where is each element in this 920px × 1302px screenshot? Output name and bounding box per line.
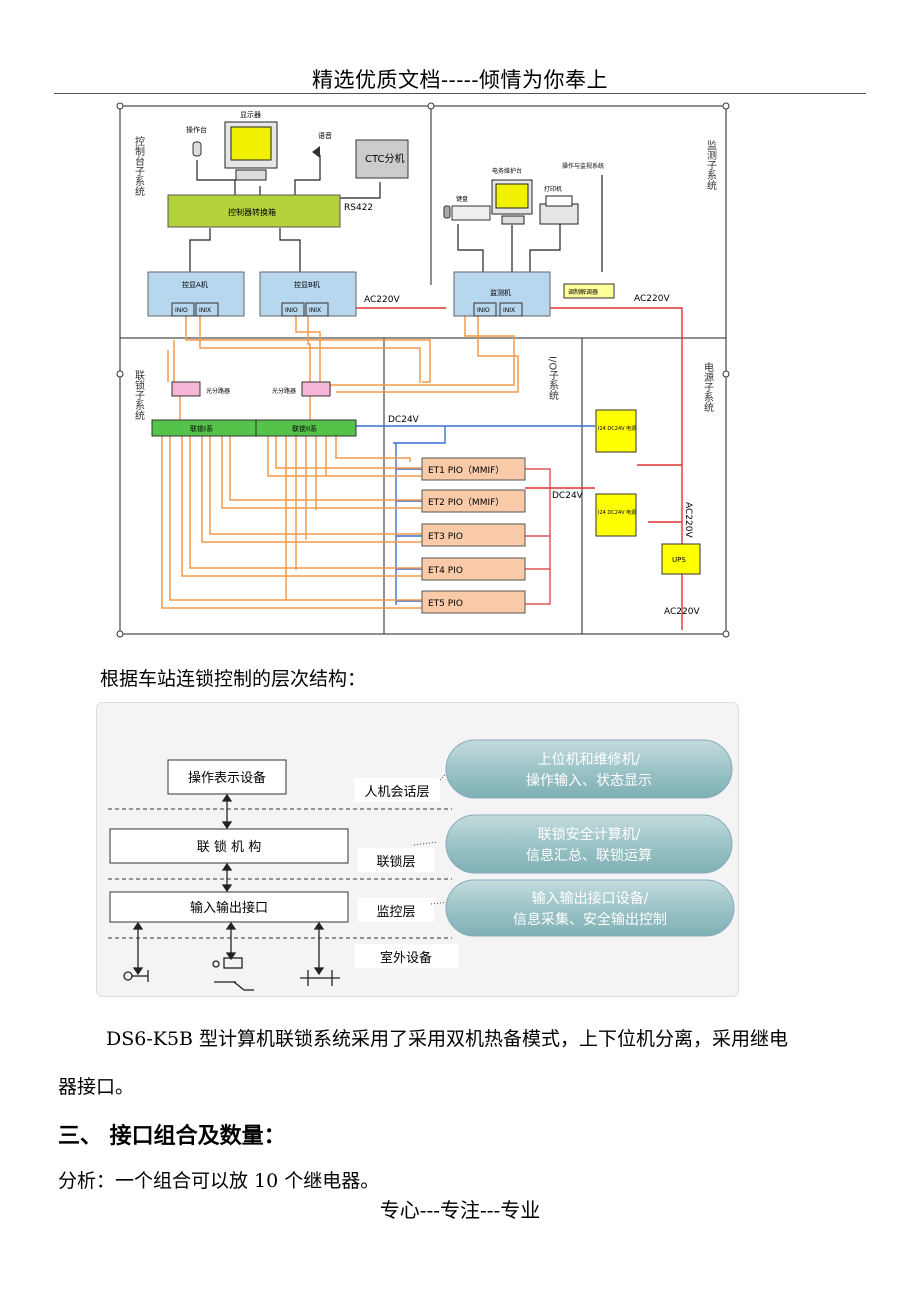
box-io-interface: [109, 891, 349, 923]
bubble-io-device: [445, 879, 735, 937]
page-footer: 专心---专注---专业: [379, 1198, 541, 1222]
layer-label-outdoor: 室外设备: [380, 950, 432, 966]
label-printer: 打印机: [544, 185, 562, 193]
monitor-port-inio: INIO: [477, 307, 490, 314]
label-modem: 调制解调器: [568, 288, 598, 296]
box-interlock-mechanism-label: 联 锁 机 构: [197, 839, 261, 855]
layer-label-hmi: 人机会话层: [364, 785, 429, 800]
label-monitor-pc: 监测机: [490, 288, 511, 297]
layer-label-interlock: 联锁层: [376, 854, 415, 870]
label-interlock-subsystem: 联锁子系统: [133, 370, 145, 420]
layer-label-monitor: 监控层: [376, 905, 415, 920]
label-ctc: CTC分机: [365, 152, 405, 165]
label-ups: UPS: [672, 556, 686, 564]
label-splitter-2: 光分路器: [272, 387, 296, 395]
printer-icon: [539, 195, 579, 225]
box-operation-display: [167, 759, 287, 795]
label-interlock-2: 联锁II系: [292, 424, 317, 433]
box-io-interface-label: 输入输出接口: [190, 900, 268, 916]
label-display: 显示器: [240, 111, 261, 119]
operator-console-icon: [192, 141, 202, 157]
label-maintenance-console: 电务维护台: [492, 167, 522, 175]
maintenance-console-icon: [491, 179, 533, 225]
label-io-subsystem: I/O子系统: [547, 356, 559, 400]
label-dc24v-2: DC24V: [552, 491, 584, 501]
label-monitor-subsystem: 监测子系统: [705, 139, 717, 190]
host-b-port-inio: INIO: [285, 307, 298, 314]
box-operation-display-label: 操作表示设备: [188, 770, 266, 786]
analysis-text: 分析：一个组合可以放 10 个继电器。: [58, 1170, 380, 1192]
io-unit-box-4: [421, 557, 526, 581]
diagram-caption: 根据车站连锁控制的层次结构：: [100, 668, 367, 690]
label-ac220-1: AC220V: [364, 295, 400, 305]
page-header: 精选优质文档-----倾情为你奉上: [312, 68, 608, 92]
optical-splitter-2: [301, 381, 331, 397]
label-operator-console: 操作台: [186, 125, 207, 134]
bubble-interlock-computer: [445, 814, 733, 874]
label-psu-1: I24 DC24V 电源: [598, 425, 636, 432]
label-interlock-1: 联锁I系: [190, 424, 213, 433]
label-ac220-2: AC220V: [634, 294, 670, 304]
io-unit-box-1: [421, 457, 526, 481]
bubble-2-line1: 联锁安全计算机/: [538, 826, 641, 843]
io-unit-box-2: [421, 489, 526, 513]
bubble-1-line1: 上位机和维修机/: [538, 752, 641, 768]
label-ac220-bottom: AC220V: [664, 607, 700, 617]
optical-splitter-1: [171, 381, 201, 397]
host-b-port-inix: INIX: [309, 307, 321, 314]
label-rs422: RS422: [344, 203, 373, 213]
label-power-subsystem: 电源子系统: [702, 361, 714, 412]
io-unit-box-3: [421, 523, 526, 547]
bubble-upper-computer: [445, 739, 733, 799]
host-a-port-inix: INIX: [199, 307, 211, 314]
display-monitor-icon: [224, 121, 278, 181]
body-paragraph-line2: 器接口。: [58, 1076, 135, 1098]
ups-box: [661, 543, 701, 575]
io-unit-label-4: ET4 PIO: [428, 566, 463, 576]
section-heading: 三、 接口组合及数量：: [58, 1124, 286, 1149]
keyboard-icon: [443, 205, 491, 221]
outdoor-signal-icon: [123, 970, 149, 982]
label-control-subsystem: 控制台子系统: [133, 135, 145, 196]
label-psu-2: I24 DC24V 电源: [598, 509, 636, 516]
outdoor-switch-icon: [212, 957, 254, 991]
bubble-1-line2: 操作输入、状态显示: [526, 773, 652, 789]
header-rule: [54, 93, 866, 94]
label-speaker: 语音: [318, 131, 332, 140]
io-unit-label-2: ET2 PIO（MMIF）: [428, 497, 504, 508]
hierarchy-diagram: 操作表示设备 联 锁 机 构 输入输出接口 人机会话层 联锁层 监控层 室外设备: [96, 702, 739, 997]
io-unit-label-5: ET5 PIO: [428, 599, 463, 609]
label-dc24v-1: DC24V: [388, 415, 420, 425]
speaker-icon: [312, 146, 320, 158]
label-ac220-vertical: AC220V: [683, 502, 693, 538]
kvm-switch-box: [167, 194, 341, 228]
label-splitter-1: 光分路器: [206, 387, 230, 395]
ctc-box: [355, 139, 409, 179]
label-host-b: 控显B机: [294, 280, 320, 289]
bubble-3-line2: 信息采集、安全输出控制: [513, 911, 667, 928]
interlock-bar-2: [255, 419, 357, 437]
body-paragraph-line1: DS6-K5B 型计算机联锁系统采用了采用双机热备模式，上下位机分离，采用继电: [106, 1028, 789, 1050]
io-unit-box-5: [421, 590, 526, 614]
modem-box: [563, 283, 615, 299]
outdoor-track-icon: [300, 970, 340, 986]
box-interlock-mechanism: [109, 828, 349, 864]
label-host-a: 控显A机: [182, 280, 208, 289]
bubble-3-line1: 输入输出接口设备/: [532, 890, 649, 907]
host-a-port-inio: INIO: [175, 307, 188, 314]
label-remote-system: 操作与监视系统: [562, 162, 604, 170]
system-architecture-diagram: 控制台子系统 监测子系统 联锁子系统 I/O子系统 电源子系统: [116, 102, 730, 638]
label-keyboard: 键盘: [456, 195, 468, 203]
io-unit-label-3: ET3 PIO: [428, 532, 463, 542]
io-unit-label-1: ET1 PIO（MMIF）: [428, 465, 504, 476]
label-kvm: 控制器转换箱: [228, 207, 276, 217]
monitor-port-inix: INIX: [503, 307, 515, 314]
psu-2-box: [595, 493, 637, 537]
bubble-2-line2: 信息汇总、联锁运算: [526, 847, 652, 864]
psu-1-box: [595, 409, 637, 453]
